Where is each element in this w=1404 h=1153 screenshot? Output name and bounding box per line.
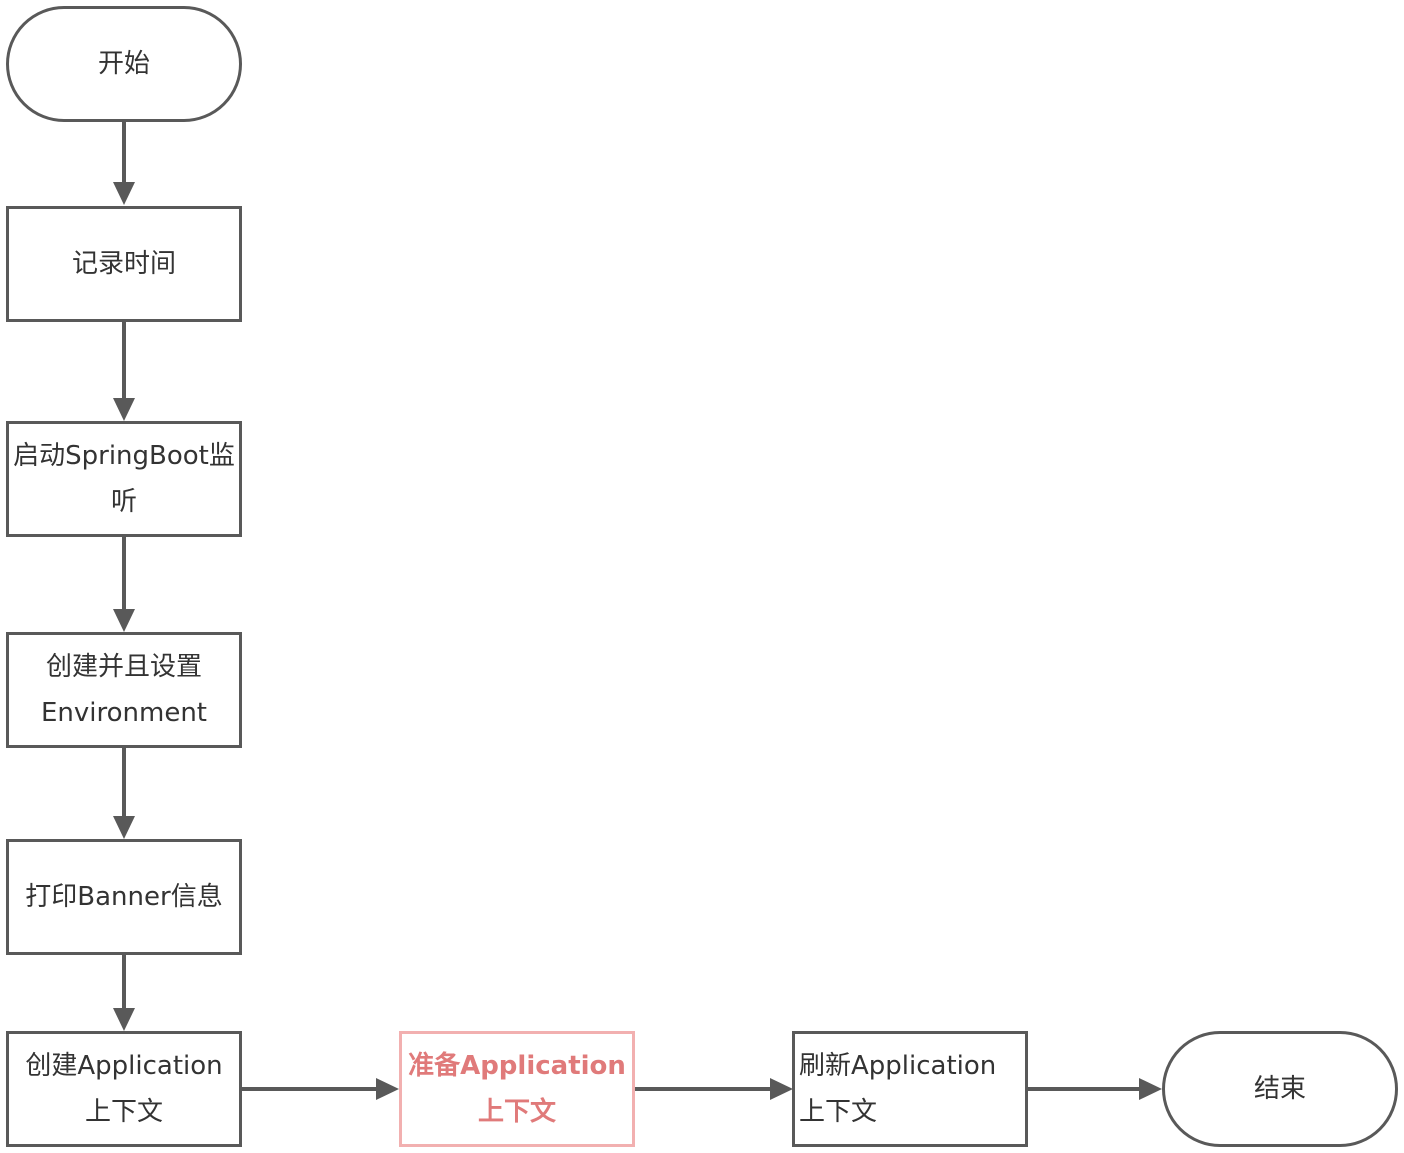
prepare-context-label: 准备Application 上下文 bbox=[408, 1051, 626, 1127]
start-label: 开始 bbox=[97, 49, 150, 79]
arrow-prepare-to-refresh-context bbox=[634, 1078, 793, 1100]
prepare-context-step: 准备Application 上下文 bbox=[399, 1031, 635, 1147]
start-listeners-label: 启动SpringBoot监 听 bbox=[13, 441, 235, 517]
create-environment-label: 创建并且设置 Environment bbox=[40, 652, 208, 728]
start-listeners-step: 启动SpringBoot监 听 bbox=[6, 421, 242, 537]
arrow-environment-to-banner bbox=[113, 747, 135, 839]
print-banner-step: 打印Banner信息 bbox=[6, 839, 242, 955]
record-time-label: 记录时间 bbox=[71, 249, 176, 279]
end-label: 结束 bbox=[1253, 1074, 1306, 1104]
arrow-create-to-prepare-context bbox=[241, 1078, 399, 1100]
end-terminal: 结束 bbox=[1162, 1031, 1398, 1147]
refresh-context-label: 刷新Application 上下文 bbox=[799, 1051, 997, 1127]
print-banner-label: 打印Banner信息 bbox=[25, 882, 223, 912]
record-time-step: 记录时间 bbox=[6, 206, 242, 322]
create-context-step: 创建Application 上下文 bbox=[6, 1031, 242, 1147]
arrow-record-time-to-listeners bbox=[113, 322, 135, 421]
start-terminal: 开始 bbox=[6, 6, 242, 122]
refresh-context-step: 刷新Application 上下文 bbox=[792, 1031, 1028, 1147]
arrow-refresh-to-end bbox=[1027, 1078, 1162, 1100]
create-environment-step: 创建并且设置 Environment bbox=[6, 632, 242, 748]
create-context-label: 创建Application 上下文 bbox=[25, 1051, 223, 1127]
arrow-start-to-record-time bbox=[113, 121, 135, 205]
arrow-banner-to-create-context bbox=[113, 954, 135, 1031]
arrow-listeners-to-environment bbox=[113, 537, 135, 632]
